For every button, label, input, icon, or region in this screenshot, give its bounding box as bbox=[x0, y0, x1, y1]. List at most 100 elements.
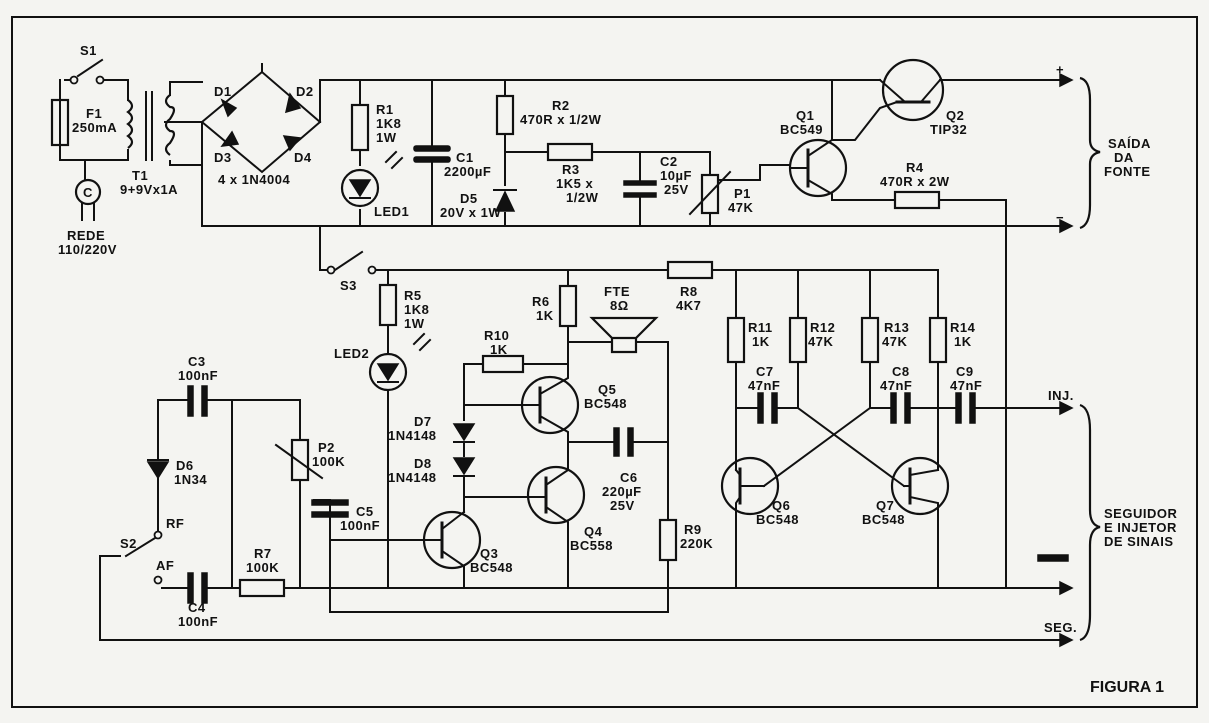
r7-resistor bbox=[238, 578, 286, 598]
c8-value: 47nF bbox=[880, 378, 912, 393]
r9-value: 220K bbox=[680, 536, 713, 551]
r2-name: R2 bbox=[552, 98, 570, 113]
c3-capacitor bbox=[187, 385, 194, 417]
c2-value: 10µF bbox=[660, 168, 692, 183]
c9-value: 47nF bbox=[950, 378, 982, 393]
q4-name: Q4 bbox=[584, 524, 603, 539]
q2-model: TIP32 bbox=[930, 122, 967, 137]
r6-value: 1K bbox=[536, 308, 554, 323]
s3-label: S3 bbox=[340, 278, 357, 293]
q7-transistor bbox=[890, 456, 950, 516]
r3-name: R3 bbox=[562, 162, 580, 177]
c5-name: C5 bbox=[356, 504, 374, 519]
r1-resistor bbox=[350, 103, 370, 152]
r2-resistor bbox=[495, 94, 515, 136]
c7-value: 47nF bbox=[748, 378, 780, 393]
r12-name: R12 bbox=[810, 320, 835, 335]
r5-resistor bbox=[378, 283, 398, 327]
c7-capacitor bbox=[757, 392, 764, 424]
q4-model: BC558 bbox=[570, 538, 613, 553]
q3-name: Q3 bbox=[480, 546, 498, 561]
r14-resistor bbox=[928, 316, 948, 364]
r10-resistor bbox=[481, 354, 525, 374]
d6-diode bbox=[146, 461, 170, 480]
c2-name: C2 bbox=[660, 154, 678, 169]
r9-name: R9 bbox=[684, 522, 702, 537]
tracer-line3: DE SINAIS bbox=[1104, 534, 1174, 549]
supply-line3: FONTE bbox=[1104, 164, 1151, 179]
c5-capacitor bbox=[311, 499, 349, 506]
r11-value: 1K bbox=[752, 334, 770, 349]
d5-zener bbox=[494, 190, 516, 212]
c1-capacitor bbox=[413, 145, 451, 152]
seg-output-arrow bbox=[1059, 632, 1074, 648]
p1-value: 47K bbox=[728, 200, 753, 215]
q3-model: BC548 bbox=[470, 560, 513, 575]
minus-label: − bbox=[1056, 210, 1064, 225]
tracer-section bbox=[99, 225, 1101, 648]
d8-name: D8 bbox=[414, 456, 432, 471]
q6-transistor bbox=[720, 456, 780, 516]
d7-model: 1N4148 bbox=[388, 428, 437, 443]
r3-value: 1K5 x bbox=[556, 176, 593, 191]
r3-resistor bbox=[546, 142, 594, 162]
r1-name: R1 bbox=[376, 102, 394, 117]
bridge-rectifier bbox=[200, 70, 322, 174]
r12-value: 47K bbox=[808, 334, 833, 349]
r5-power: 1W bbox=[404, 316, 425, 331]
labels: S1 F1 250mA C REDE 110/220V T1 9+9Vx1A D… bbox=[58, 43, 1177, 696]
r7-name: R7 bbox=[254, 546, 272, 561]
minus-output-arrow bbox=[1059, 218, 1074, 234]
d6-model: 1N34 bbox=[174, 472, 207, 487]
d2-label: D2 bbox=[296, 84, 314, 99]
d4-label: D4 bbox=[294, 150, 312, 165]
r1-power: 1W bbox=[376, 130, 397, 145]
d8-model: 1N4148 bbox=[388, 470, 437, 485]
tracer-output-bracket bbox=[1079, 403, 1101, 642]
s1-switch-lever bbox=[76, 58, 104, 78]
c9-name: C9 bbox=[956, 364, 974, 379]
r14-value: 1K bbox=[954, 334, 972, 349]
t1-value: 9+9Vx1A bbox=[120, 182, 178, 197]
c8-capacitor bbox=[890, 392, 897, 424]
c4-name: C4 bbox=[188, 600, 206, 615]
d6-name: D6 bbox=[176, 458, 194, 473]
c6-capacitor bbox=[613, 427, 620, 457]
r12-resistor bbox=[788, 316, 808, 364]
seg-label: SEG. bbox=[1044, 620, 1077, 635]
r2-value: 470R x 1/2W bbox=[520, 112, 602, 127]
f1-name: F1 bbox=[86, 106, 102, 121]
c9-capacitor bbox=[955, 392, 962, 424]
q1-name: Q1 bbox=[796, 108, 814, 123]
p1-potentiometer bbox=[700, 173, 720, 215]
af-label: AF bbox=[156, 558, 174, 573]
r4-value: 470R x 2W bbox=[880, 174, 950, 189]
q7-name: Q7 bbox=[876, 498, 894, 513]
figure-frame bbox=[11, 16, 1198, 708]
t1-secondary-coil bbox=[164, 94, 176, 156]
r4-name: R4 bbox=[906, 160, 924, 175]
s2-label: S2 bbox=[120, 536, 137, 551]
c6-voltage: 25V bbox=[610, 498, 635, 513]
c6-name: C6 bbox=[620, 470, 638, 485]
bridge-label: 4 x 1N4004 bbox=[218, 172, 290, 187]
r11-name: R11 bbox=[748, 320, 773, 335]
c4-capacitor bbox=[187, 572, 194, 604]
r8-name: R8 bbox=[680, 284, 698, 299]
q2-transistor bbox=[881, 58, 945, 122]
s2-switch-lever bbox=[124, 536, 157, 558]
ground-marker bbox=[1037, 554, 1069, 562]
mains-plug bbox=[74, 178, 102, 206]
r6-name: R6 bbox=[532, 294, 550, 309]
seg-rail-arrow bbox=[1059, 580, 1074, 596]
inj-label: INJ. bbox=[1048, 388, 1074, 403]
c3-value: 100nF bbox=[178, 368, 218, 383]
fte-name: FTE bbox=[604, 284, 630, 299]
c3-name: C3 bbox=[188, 354, 206, 369]
led2 bbox=[368, 352, 408, 392]
f1-value: 250mA bbox=[72, 120, 117, 135]
fte-speaker bbox=[589, 316, 659, 354]
r3-power: 1/2W bbox=[566, 190, 599, 205]
q6-name: Q6 bbox=[772, 498, 790, 513]
